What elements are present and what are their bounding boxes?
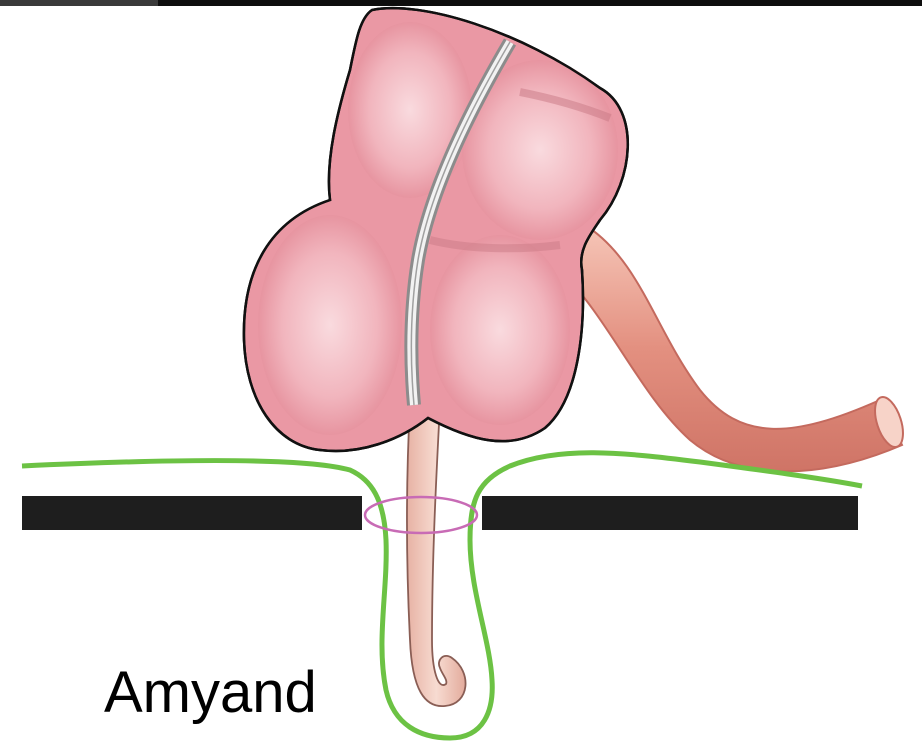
abdominal-wall xyxy=(22,496,858,530)
ileum-body xyxy=(560,225,902,471)
cecum-lobe-upper-left xyxy=(348,22,472,198)
cecum-lobe-lower-right xyxy=(430,235,570,425)
diagram-caption: Amyand xyxy=(104,664,317,722)
cecum xyxy=(244,8,628,451)
appendix-body xyxy=(407,405,466,706)
cecum-lobe-lower-left xyxy=(258,215,402,435)
appendix xyxy=(407,405,466,706)
top-strip xyxy=(0,0,922,6)
abdominal-wall-left xyxy=(22,496,362,530)
abdominal-wall-right xyxy=(482,496,858,530)
terminal-ileum xyxy=(560,225,908,471)
